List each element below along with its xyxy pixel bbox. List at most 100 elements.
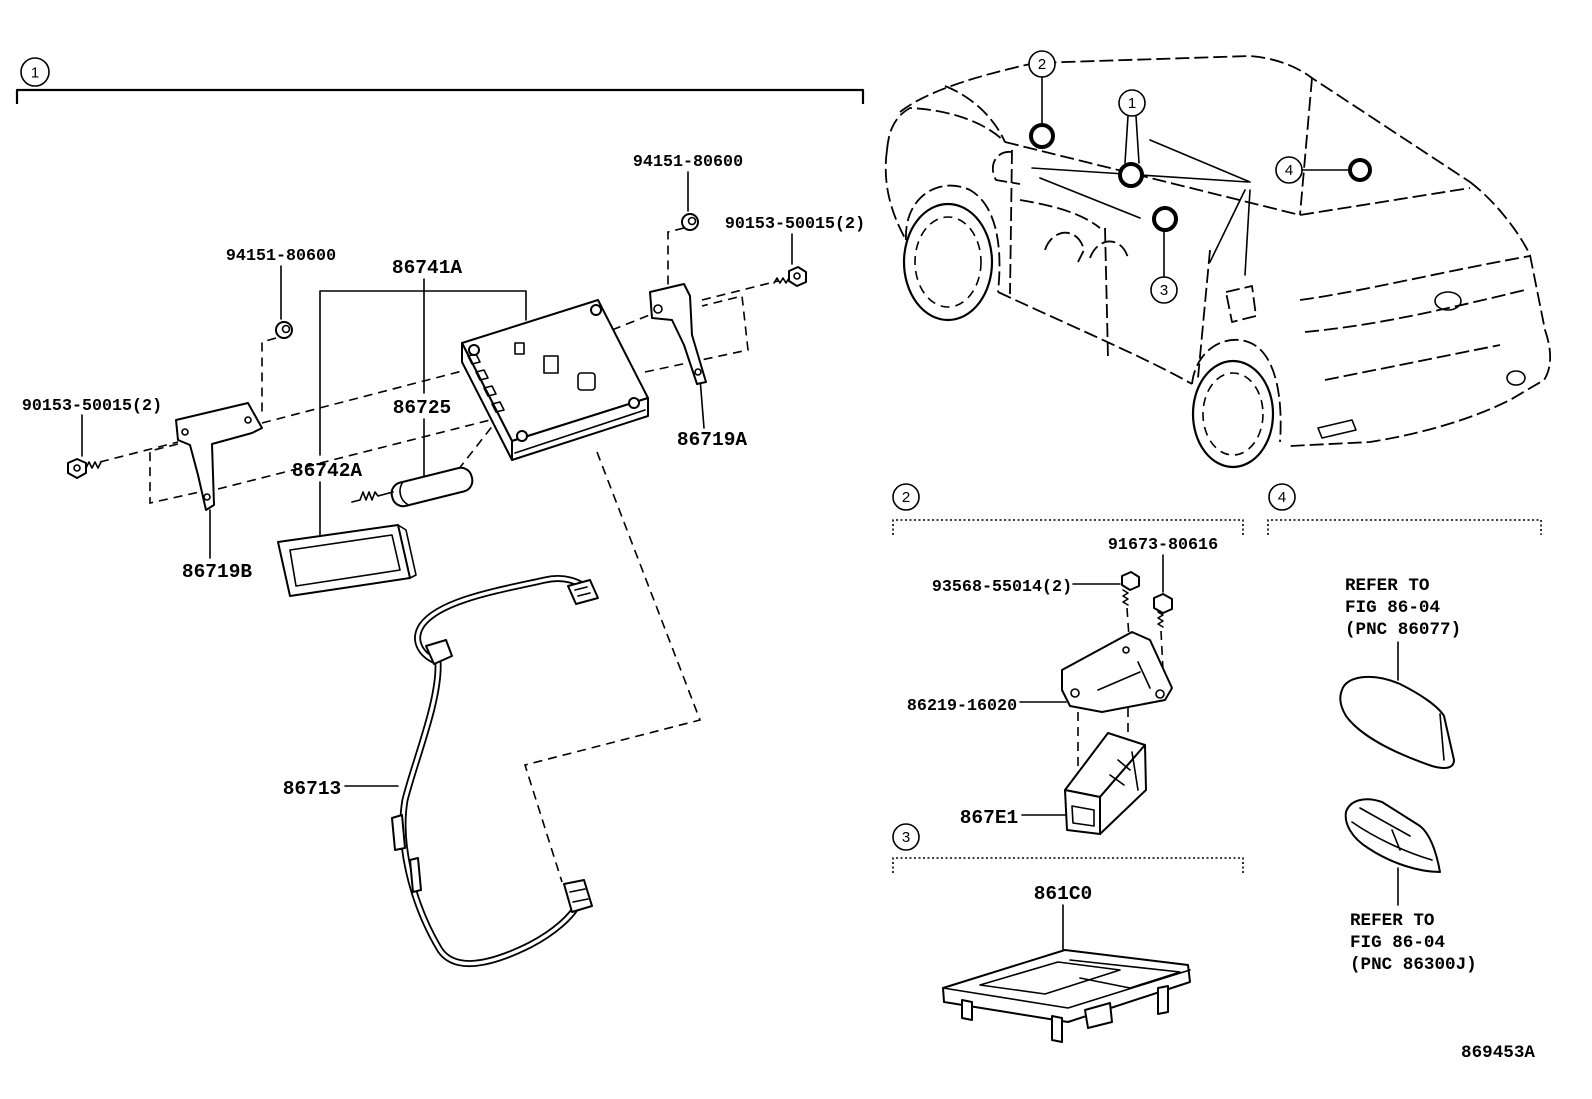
group-3: 3 861C0 [892, 823, 1244, 1043]
bracket-right [649, 283, 707, 385]
group-1-callout-number: 1 [31, 65, 39, 82]
assembly-line-nut-left [261, 337, 277, 412]
car-tailgate-lower [1324, 344, 1501, 381]
group-2: 2 91673-80616 93568-55014(2) 86219-16020… [892, 483, 1244, 835]
antenna-label: 86725 [393, 397, 452, 419]
reference-2-line-2: FIG 86-04 [1350, 933, 1445, 953]
ecu-assy-label: 86741A [392, 257, 463, 279]
tray-pad [979, 961, 1121, 995]
assembly-box-bottom [217, 417, 499, 490]
shark-fin-cover-edge [1439, 713, 1445, 761]
car-mirror [991, 151, 1021, 185]
harness-connector-lower [563, 879, 593, 913]
harness-connector-upper-pins [574, 586, 591, 597]
screw-right-label: 90153-50015(2) [725, 215, 865, 234]
car-hood [886, 107, 1006, 151]
car-beltline [1004, 141, 1301, 216]
tray-leg-2 [1051, 1015, 1063, 1043]
bracket-right-body [649, 283, 707, 385]
group-2-bracket-line [892, 519, 1244, 535]
reference-2-line-3: (PNC 86300J) [1350, 955, 1477, 975]
harness-cable-outline [399, 575, 594, 968]
ecu-box [461, 299, 649, 461]
ecu-detail-1 [514, 342, 525, 355]
bracket-left-body [175, 402, 263, 511]
antenna-holder-edge [397, 524, 417, 579]
ecu-detail-3 [577, 372, 596, 391]
bracket-left-hole-2 [244, 416, 252, 424]
car-rear-seat [1089, 240, 1129, 259]
car-reflector [1317, 419, 1357, 439]
bolt-b-thread [1157, 611, 1164, 628]
antenna [351, 466, 474, 508]
ecu-screw-hole-1 [468, 344, 480, 356]
vehicle-callout-3-number: 3 [1160, 282, 1168, 299]
nut-upper [681, 213, 699, 231]
screw-right-head [788, 266, 807, 287]
bolt-a-head [1121, 571, 1140, 591]
module [1064, 732, 1147, 835]
bolt-b-label: 91673-80616 [1108, 536, 1218, 555]
harness-label: 86713 [283, 778, 342, 800]
ecu-screw-hole-4 [516, 430, 528, 442]
nut-upper-inner [687, 216, 697, 226]
car-c-pillar [1299, 77, 1313, 216]
car-door-line-front [1009, 149, 1013, 295]
module-connector [1071, 805, 1095, 827]
screw-left-thread [85, 461, 102, 469]
assembly-line-mid [261, 369, 467, 424]
car-rear-rim [1202, 372, 1264, 456]
bolt-a-label: 93568-55014(2) [932, 578, 1072, 597]
screw-left [67, 458, 102, 479]
shark-fin-antenna-cover [1339, 675, 1455, 769]
tray [942, 949, 1191, 1043]
car-exhaust [1506, 370, 1526, 386]
group-1-bracket-line [15, 88, 865, 104]
vehicle-callout-1-circle [1118, 89, 1146, 117]
car-roof [899, 55, 1471, 183]
car-tail-lamp-lower [1304, 289, 1526, 333]
antenna-end-cap [399, 482, 409, 506]
tray-top-edge [942, 969, 1191, 1009]
harness-clip [425, 639, 453, 665]
car-pillar-line-3 [1244, 189, 1251, 276]
ecu-screw-hole-3 [628, 397, 640, 409]
bolt-b [1153, 593, 1173, 628]
assembly-line-ecu-right [611, 313, 653, 331]
vehicle-location-1-marker [1118, 162, 1144, 188]
mounting-bracket-hole-2 [1155, 689, 1165, 699]
shark-fin-antenna-base [1344, 798, 1441, 873]
car-front-rim [914, 216, 982, 308]
group-2-callout-number: 2 [902, 489, 910, 506]
car-rear-window-base [1299, 187, 1471, 216]
tray-switch-panel [1069, 959, 1181, 989]
car-door-line-rear [1197, 249, 1211, 379]
mounting-bracket-label: 86219-16020 [907, 697, 1017, 716]
vehicle-callout-2-number: 2 [1038, 56, 1046, 73]
mounting-bracket-hole-1 [1070, 688, 1080, 698]
vehicle-callout-1-leader [1124, 115, 1140, 164]
car-roof-rail-2 [1149, 139, 1251, 183]
mounting-bracket [1061, 631, 1173, 713]
group-4-callout-number: 4 [1278, 489, 1286, 506]
nut-upper-label: 94151-80600 [633, 153, 743, 172]
antenna-holder [277, 524, 417, 597]
harness-protector-2 [409, 857, 422, 893]
vehicle-callout-4-number: 4 [1285, 162, 1293, 179]
car-cargo-handle [1225, 285, 1257, 323]
bracket-left [175, 402, 263, 511]
car-side-sill [997, 291, 1193, 385]
bolt-a-thread [1122, 589, 1129, 606]
bracket-left-hole-3 [203, 493, 211, 501]
screw-right [773, 266, 807, 287]
assembly-line-nut-upper [667, 227, 685, 298]
group-1: 1 94151-80600 90153-50015(2) 94151-80600… [15, 57, 865, 968]
assembly-line-ecu-harness [523, 451, 702, 883]
reference-1-line-1: REFER TO [1345, 576, 1429, 596]
nut-left [275, 321, 293, 339]
car-door-line-middle [1104, 227, 1109, 359]
mounting-bracket-slot [1097, 661, 1151, 691]
mounting-bracket-body [1061, 631, 1173, 713]
harness-connector-lower-pins [569, 888, 589, 903]
